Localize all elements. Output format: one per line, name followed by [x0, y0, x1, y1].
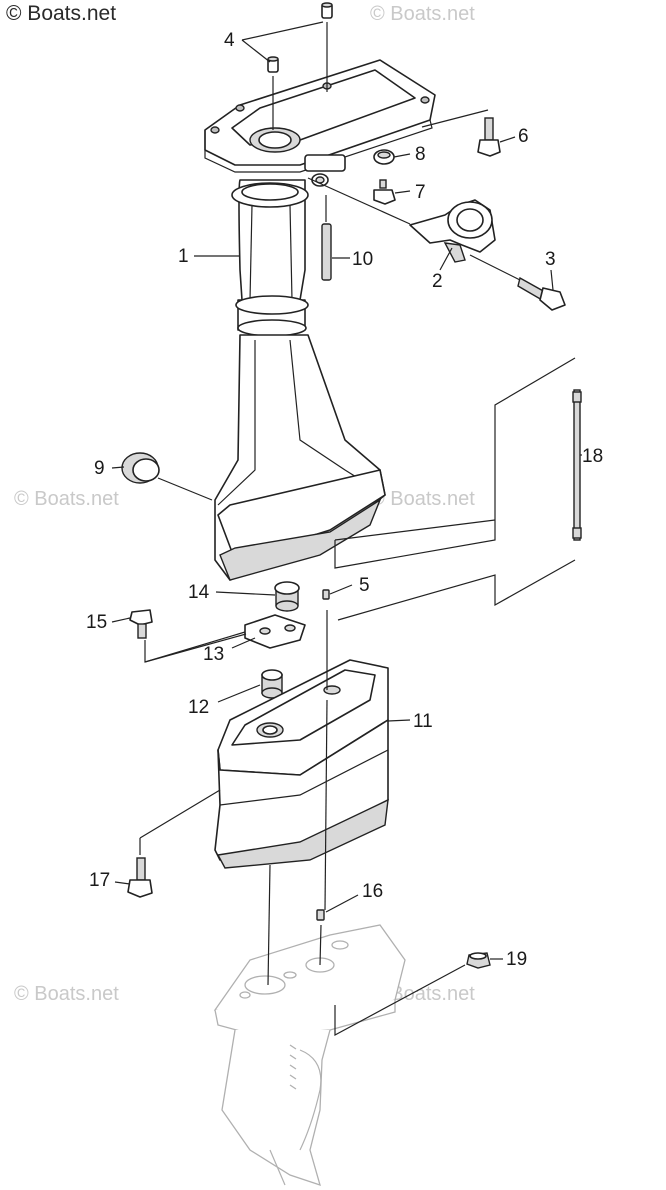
callout-7: 7	[394, 182, 426, 203]
svg-text:8: 8	[415, 144, 426, 165]
callout-4: 4	[224, 21, 324, 63]
callout-18: 18	[580, 446, 603, 467]
callout-16: 16	[325, 881, 383, 913]
svg-text:19: 19	[506, 949, 527, 970]
extension-housing-11	[214, 659, 389, 869]
callout-5: 5	[329, 575, 370, 596]
bolt-6	[477, 117, 501, 157]
svg-text:12: 12	[188, 697, 209, 718]
pin-5	[322, 589, 330, 600]
watermark: © Boats.net	[370, 488, 475, 510]
callout-13: 13	[203, 637, 256, 665]
dowel-pins	[267, 2, 333, 130]
svg-text:11: 11	[413, 711, 433, 732]
callout-1: 1	[178, 246, 240, 267]
callout-14: 14	[188, 582, 276, 603]
watermark: © Boats.net	[14, 983, 119, 1005]
callout-3: 3	[545, 249, 556, 291]
svg-text:6: 6	[518, 126, 529, 147]
watermark: © Boats.net	[14, 488, 119, 510]
pin-16	[316, 909, 325, 921]
watermark-top-left: © Boats.net	[6, 2, 116, 25]
gearcase-lower-unit	[213, 924, 406, 1187]
plate-13	[244, 614, 306, 649]
callout-6: 6	[499, 126, 529, 147]
assembly-leader-lines	[139, 109, 576, 1037]
svg-text:3: 3	[545, 249, 556, 270]
callout-19: 19	[490, 949, 527, 970]
watermark: © Boats.net	[370, 3, 475, 25]
washer-8	[373, 149, 395, 165]
svg-text:5: 5	[359, 575, 370, 596]
spacer-14	[274, 581, 300, 612]
svg-text:18: 18	[582, 446, 603, 467]
svg-text:14: 14	[188, 582, 210, 603]
bushing-12	[261, 669, 283, 699]
bolt-3	[517, 276, 566, 311]
callout-11: 11	[387, 711, 433, 732]
svg-text:1: 1	[178, 246, 189, 267]
bolt-17	[127, 857, 153, 898]
callout-8: 8	[393, 144, 426, 165]
callout-2: 2	[432, 247, 453, 292]
svg-text:17: 17	[89, 870, 110, 891]
callout-17: 17	[89, 870, 131, 891]
svg-text:7: 7	[415, 182, 426, 203]
pin-10	[321, 195, 332, 281]
svg-text:10: 10	[352, 249, 373, 270]
callout-12: 12	[188, 684, 261, 718]
svg-text:2: 2	[432, 271, 443, 292]
svg-text:13: 13	[203, 644, 224, 665]
bracket-2	[409, 199, 496, 263]
svg-text:16: 16	[362, 881, 383, 902]
nut-19	[466, 952, 491, 969]
callout-10: 10	[332, 249, 373, 270]
nut-7	[373, 179, 396, 205]
svg-text:9: 9	[94, 458, 105, 479]
drive-shaft-housing	[204, 59, 436, 581]
callout-15: 15	[86, 612, 131, 633]
stud-18	[572, 389, 582, 541]
grommet-9	[121, 452, 213, 501]
bolt-15	[129, 609, 153, 639]
svg-text:15: 15	[86, 612, 107, 633]
callout-9: 9	[94, 458, 125, 479]
svg-text:4: 4	[224, 30, 235, 51]
